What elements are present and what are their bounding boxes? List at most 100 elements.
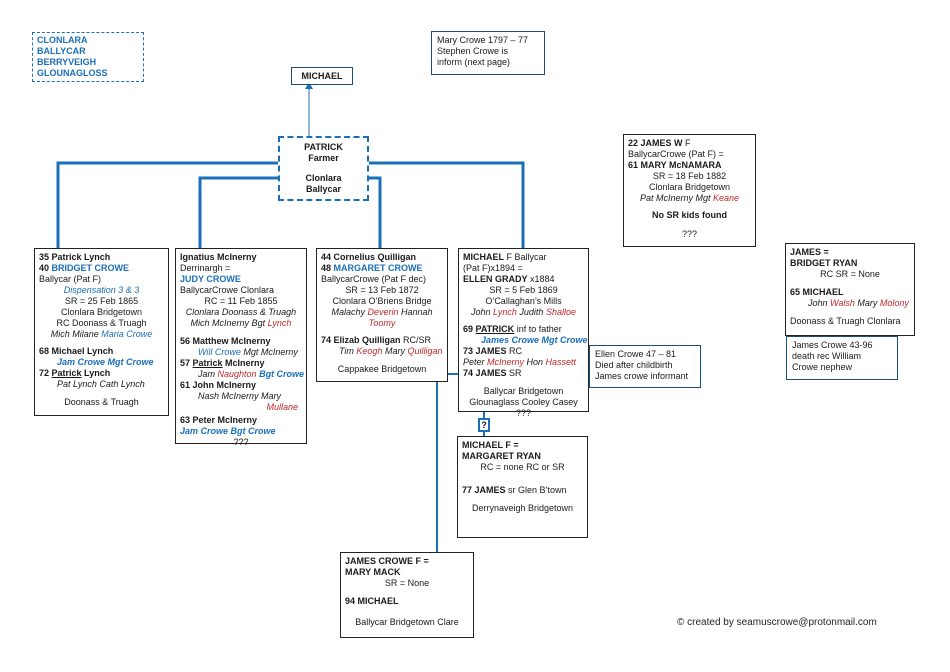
info-line: Clonlara Bridgetown: [60, 307, 143, 317]
family-box-mcinerny[interactable]: Ignatius McInerny Derrinargh = JUDY CROW…: [175, 248, 307, 447]
spouse-line: 48 MARGARET CROWE: [321, 263, 423, 273]
info-line: Clonlara O’Briens Bridge: [332, 296, 432, 306]
patrick-place: Clonlara: [305, 173, 342, 183]
sponsors-line: Mich McInerny Bgt Lynch: [190, 318, 292, 328]
spouse-line: JUDY CROWE: [180, 274, 241, 284]
child-line: 73 JAMES RC: [463, 346, 523, 356]
family-box-quilligan[interactable]: 44 Cornelius Quilligan 48 MARGARET CROWE…: [316, 248, 448, 382]
sponsors-line: Toomy: [368, 318, 396, 328]
note-line: inform (next page): [437, 57, 511, 67]
note-line: Crowe nephew: [792, 362, 853, 372]
sponsors-line: Peter McInerny Hon Hassett: [463, 357, 577, 367]
info-line: SR = None: [384, 578, 430, 588]
child-line: 69 PATRICK inf to father: [463, 324, 562, 334]
spouse-line: 44 Cornelius Quilligan: [321, 252, 417, 262]
child-line: 74 JAMES SR: [463, 368, 522, 378]
places-box: CLONLARA BALLYCAR BERRYVEIGH GLOUNAGLOSS: [32, 32, 144, 82]
sponsors-line: Jam Naughton Bgt Crowe: [198, 369, 305, 379]
family-box-james-mary-mack[interactable]: JAMES CROWE F = MARY MACK SR = None 94 M…: [340, 552, 474, 638]
connector-patrick-quilligan: [369, 176, 382, 248]
child-line: 61 John McInerny: [180, 380, 257, 390]
child-line: 94 MICHAEL: [345, 596, 399, 606]
note-line: Mary Crowe 1797 – 77: [437, 35, 529, 45]
info-line: RC = 11 Feb 1855: [204, 296, 278, 306]
sponsors-line: John Lynch Judith Shalloe: [471, 307, 576, 317]
family-box-michael-margaret[interactable]: MICHAEL F = MARGARET RYAN RC = none RC o…: [457, 436, 588, 538]
place-line: Glounaglass Cooley Casey: [469, 397, 578, 407]
sponsors-line: Jam Crowe Mgt Crowe: [57, 357, 154, 367]
place-line: Ballycar Bridgetown Clare: [355, 617, 459, 627]
unknown-marker: ???: [233, 437, 249, 447]
spouse-line: ELLEN GRADY x1884: [463, 274, 555, 284]
family-box-michael-grady[interactable]: MICHAEL F Ballycar (Pat F)x1894 = ELLEN …: [458, 248, 589, 418]
place-label: CLONLARA: [37, 35, 88, 45]
place-line: Cappakee Bridgetown: [337, 364, 427, 374]
unknown-marker: ???: [681, 229, 698, 239]
note-line: James Crowe 43-96: [792, 340, 873, 350]
sponsors-line: Mullane: [266, 402, 298, 412]
spouse-line: MARY MACK: [345, 567, 401, 577]
info-line: BallycarCrowe (Pat F) =: [628, 149, 724, 159]
place-line: Derrynaveigh Bridgetown: [471, 503, 574, 513]
info-line: SR = 5 Feb 1869: [489, 285, 558, 295]
child-line: 63 Peter McInerny: [180, 415, 258, 425]
family-box-james-w[interactable]: 22 JAMES W F BallycarCrowe (Pat F) = 61 …: [623, 134, 756, 247]
info-line: SR = 13 Feb 1872: [345, 285, 419, 295]
info-line: RC Doonass & Truagh: [56, 318, 147, 328]
unknown-marker: ???: [515, 408, 532, 418]
sponsors-line: Malachy Deverin Hannah: [331, 307, 433, 317]
patrick-farmer-box[interactable]: PATRICK Farmer Clonlara Ballycar: [278, 136, 369, 201]
note-line: death rec William: [792, 351, 862, 361]
michael-root-box[interactable]: MICHAEL: [291, 67, 353, 85]
sponsors-line: James Crowe Mgt Crowe: [481, 335, 588, 345]
note-line: Ellen Crowe 47 – 81: [595, 349, 677, 359]
note-james-crowe: James Crowe 43-96 death rec William Crow…: [786, 336, 898, 380]
place-line: Doonass & Truagh Clonlara: [790, 316, 901, 326]
info-line: SR = 18 Feb 1882: [652, 171, 727, 181]
info-line: Clonlara Bridgetown: [648, 182, 731, 192]
spouse-line: 40 BRIDGET CROWE: [39, 263, 130, 273]
unknown-link-marker: ?: [478, 418, 490, 432]
info-line: (Pat F)x1894 =: [463, 263, 523, 273]
patrick-place: Ballycar: [305, 184, 342, 194]
info-line: BallycarCrowe (Pat F dec): [321, 274, 427, 284]
info-line: Derrinargh =: [180, 263, 231, 273]
patrick-name: PATRICK: [304, 142, 343, 152]
patrick-role: Farmer: [308, 153, 339, 163]
sponsors-line: Nash McInerny Mary: [198, 391, 282, 401]
sponsors-line: Mich Milane Maria Crowe: [50, 329, 153, 339]
info-line: RC SR = None: [820, 269, 880, 279]
spouse-line: MICHAEL F Ballycar: [463, 252, 547, 262]
sponsors-line: Pat McInerny Mgt Keane: [639, 193, 740, 203]
michael-root-label: MICHAEL: [301, 71, 343, 81]
note-line: James crowe informant: [595, 371, 689, 381]
note-ellen-crowe: Ellen Crowe 47 – 81 Died after childbirt…: [589, 345, 701, 388]
note-line: Died after childbirth: [595, 360, 673, 370]
spouse-line: MARGARET RYAN: [462, 451, 541, 461]
child-line: 74 Elizab Quilligan RC/SR: [321, 335, 432, 345]
info-line: Dispensation 3 & 3: [63, 285, 140, 295]
child-line: 57 Patrick McInerny: [180, 358, 265, 368]
child-line: 65 MICHAEL: [790, 287, 844, 297]
info-line: O’Callaghan’s Mills: [485, 296, 562, 306]
child-line: 72 Patrick Lynch: [39, 368, 111, 378]
note-line: Stephen Crowe is: [437, 46, 509, 56]
sponsors-line: Will Crowe Mgt McInerny: [198, 347, 298, 357]
spouse-line: MICHAEL F =: [462, 440, 519, 450]
info-line: Clonlara Doonass & Truagh: [185, 307, 297, 317]
connector-patrick-mcinerny: [198, 176, 278, 248]
child-line: 56 Matthew McInerny: [180, 336, 271, 346]
spouse-line: Ignatius McInerny: [180, 252, 257, 262]
family-box-lynch[interactable]: 35 Patrick Lynch 40 BRIDGET CROWE Ballyc…: [34, 248, 169, 416]
spouse-line: BRIDGET RYAN: [790, 258, 858, 268]
child-line: 77 JAMES sr Glen B’town: [462, 485, 567, 495]
info-line: No SR kids found: [652, 210, 727, 220]
spouse-line: JAMES =: [790, 247, 829, 257]
sponsors-line: Pat Lynch Cath Lynch: [57, 379, 145, 389]
spouse-line: JAMES CROWE F =: [345, 556, 429, 566]
info-line: BallycarCrowe Clonlara: [180, 285, 275, 295]
child-line: 68 Michael Lynch: [39, 346, 114, 356]
place-label: BALLYCAR: [37, 46, 86, 56]
place-label: GLOUNAGLOSS: [37, 68, 108, 78]
family-box-james-bridget[interactable]: JAMES = BRIDGET RYAN RC SR = None 65 MIC…: [785, 243, 915, 336]
